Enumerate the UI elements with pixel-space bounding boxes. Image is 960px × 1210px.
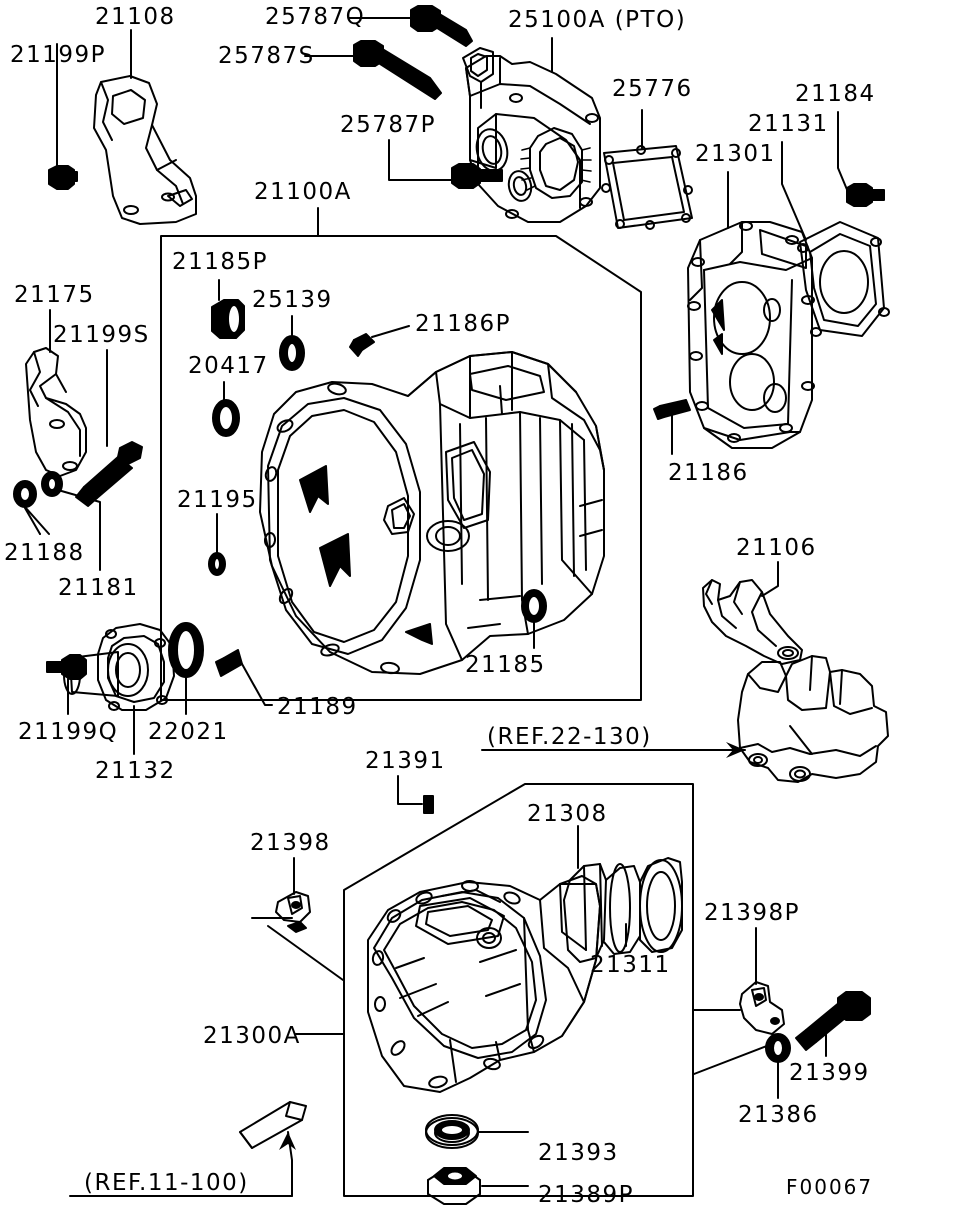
part-21199S-bolt — [75, 441, 143, 507]
part-label-20417: 20417 — [188, 353, 269, 379]
part-label-25100A: 25100A (PTO) — [508, 7, 687, 33]
part-label-21106: 21106 — [736, 535, 817, 561]
part-label-21199P: 21199P — [10, 42, 107, 68]
part-21189-pin — [215, 649, 243, 677]
group-box-21100A — [160, 235, 642, 701]
leader-21391 — [397, 775, 423, 805]
part-label-21195: 21195 — [177, 487, 258, 513]
leader-21188 — [24, 507, 41, 535]
part-label-21199S: 21199S — [53, 322, 150, 348]
part-21186-pin — [653, 399, 691, 420]
part-label-21311: 21311 — [590, 952, 671, 978]
part-25776-gasket — [601, 145, 693, 230]
part-label-21175: 21175 — [14, 282, 95, 308]
part-21108-bracket — [93, 75, 197, 225]
part-21389P-nut — [427, 1167, 481, 1205]
part-21185P-bore — [227, 304, 241, 334]
part-label-21398P: 21398P — [704, 900, 801, 926]
part-21132-adapter — [63, 623, 175, 711]
part-21398P-clip — [739, 981, 785, 1035]
part-label-25787P: 25787P — [340, 112, 437, 138]
reference-label-22-130: (REF.22-130) — [487, 724, 652, 750]
part-21398-clip — [275, 891, 311, 933]
part-label-21300A: 21300A — [203, 1023, 301, 1049]
part-21308-sleeve — [639, 857, 683, 953]
part-label-21132: 21132 — [95, 758, 176, 784]
part-21199P-bolt — [48, 165, 78, 190]
leader-21189 — [236, 654, 273, 706]
part-label-21185P: 21185P — [172, 249, 269, 275]
part-label-25139: 25139 — [252, 287, 333, 313]
part-21199Q-bolt — [46, 654, 87, 680]
part-25787S-bolt — [353, 40, 442, 100]
part-label-21308: 21308 — [527, 801, 608, 827]
part-21186P-pin — [349, 333, 375, 357]
part-21386-washer — [765, 1033, 791, 1063]
part-ref22130-transfer — [737, 655, 889, 783]
leader-21184 — [837, 111, 849, 193]
part-label-21188: 21188 — [4, 540, 85, 566]
part-label-21386: 21386 — [738, 1102, 819, 1128]
part-22021-seal — [168, 622, 204, 678]
leader-25787P — [388, 139, 452, 181]
part-label-21393: 21393 — [538, 1140, 619, 1166]
part-label-21108: 21108 — [95, 4, 176, 30]
part-21181-hole — [47, 477, 57, 491]
part-21300A-case — [367, 875, 601, 1093]
part-label-22021: 22021 — [148, 719, 229, 745]
part-label-21189: 21189 — [277, 694, 358, 720]
part-21391-pin — [423, 795, 434, 814]
part-25787Q-bolt — [410, 5, 473, 47]
part-21131-gasket — [797, 221, 890, 337]
part-25139-bore — [286, 342, 298, 364]
part-label-25776: 25776 — [612, 76, 693, 102]
part-21100A-case — [259, 351, 605, 675]
sheet-code: F00067 — [786, 1175, 874, 1199]
part-label-21184: 21184 — [795, 81, 876, 107]
part-21301-housing — [687, 221, 815, 449]
part-label-21185: 21185 — [465, 652, 546, 678]
reference-label-11-100: (REF.11-100) — [84, 1170, 249, 1196]
leader-21181 — [57, 489, 101, 571]
leader-21386-to-box — [693, 1043, 773, 1075]
part-20417-bore — [218, 405, 234, 431]
part-21393-washer — [425, 1114, 479, 1149]
part-label-21131: 21131 — [748, 111, 829, 137]
part-label-21186: 21186 — [668, 460, 749, 486]
part-label-21399: 21399 — [789, 1060, 870, 1086]
group-box-21300A — [343, 783, 694, 1197]
part-21399-bolt — [795, 991, 871, 1051]
part-label-21186P: 21186P — [415, 311, 512, 337]
part-label-21100A: 21100A — [254, 179, 352, 205]
leader-21131 — [781, 141, 807, 241]
part-label-21398: 21398 — [250, 830, 331, 856]
ref22130-arrow — [726, 742, 745, 758]
part-label-21181: 21181 — [58, 575, 139, 601]
part-21188-hole — [19, 486, 31, 502]
leader-21106 — [761, 561, 779, 597]
leader-21186P — [371, 325, 410, 338]
part-21175-bracket — [25, 347, 87, 477]
ref11100-arrow — [279, 1132, 296, 1150]
part-label-25787S: 25787S — [218, 43, 315, 69]
part-21185-plug — [521, 589, 547, 623]
part-label-21391: 21391 — [365, 748, 446, 774]
part-ref11100-shim — [239, 1101, 307, 1149]
part-label-21199Q: 21199Q — [18, 719, 119, 745]
part-21184-bolt — [846, 183, 885, 207]
part-label-21389P: 21389P — [538, 1182, 635, 1208]
part-label-25787Q: 25787Q — [265, 4, 366, 30]
leader-21398-diag — [267, 925, 344, 981]
part-label-21301: 21301 — [695, 141, 776, 167]
part-25100A-pto — [462, 47, 601, 223]
part-21106-bracket — [702, 579, 803, 665]
